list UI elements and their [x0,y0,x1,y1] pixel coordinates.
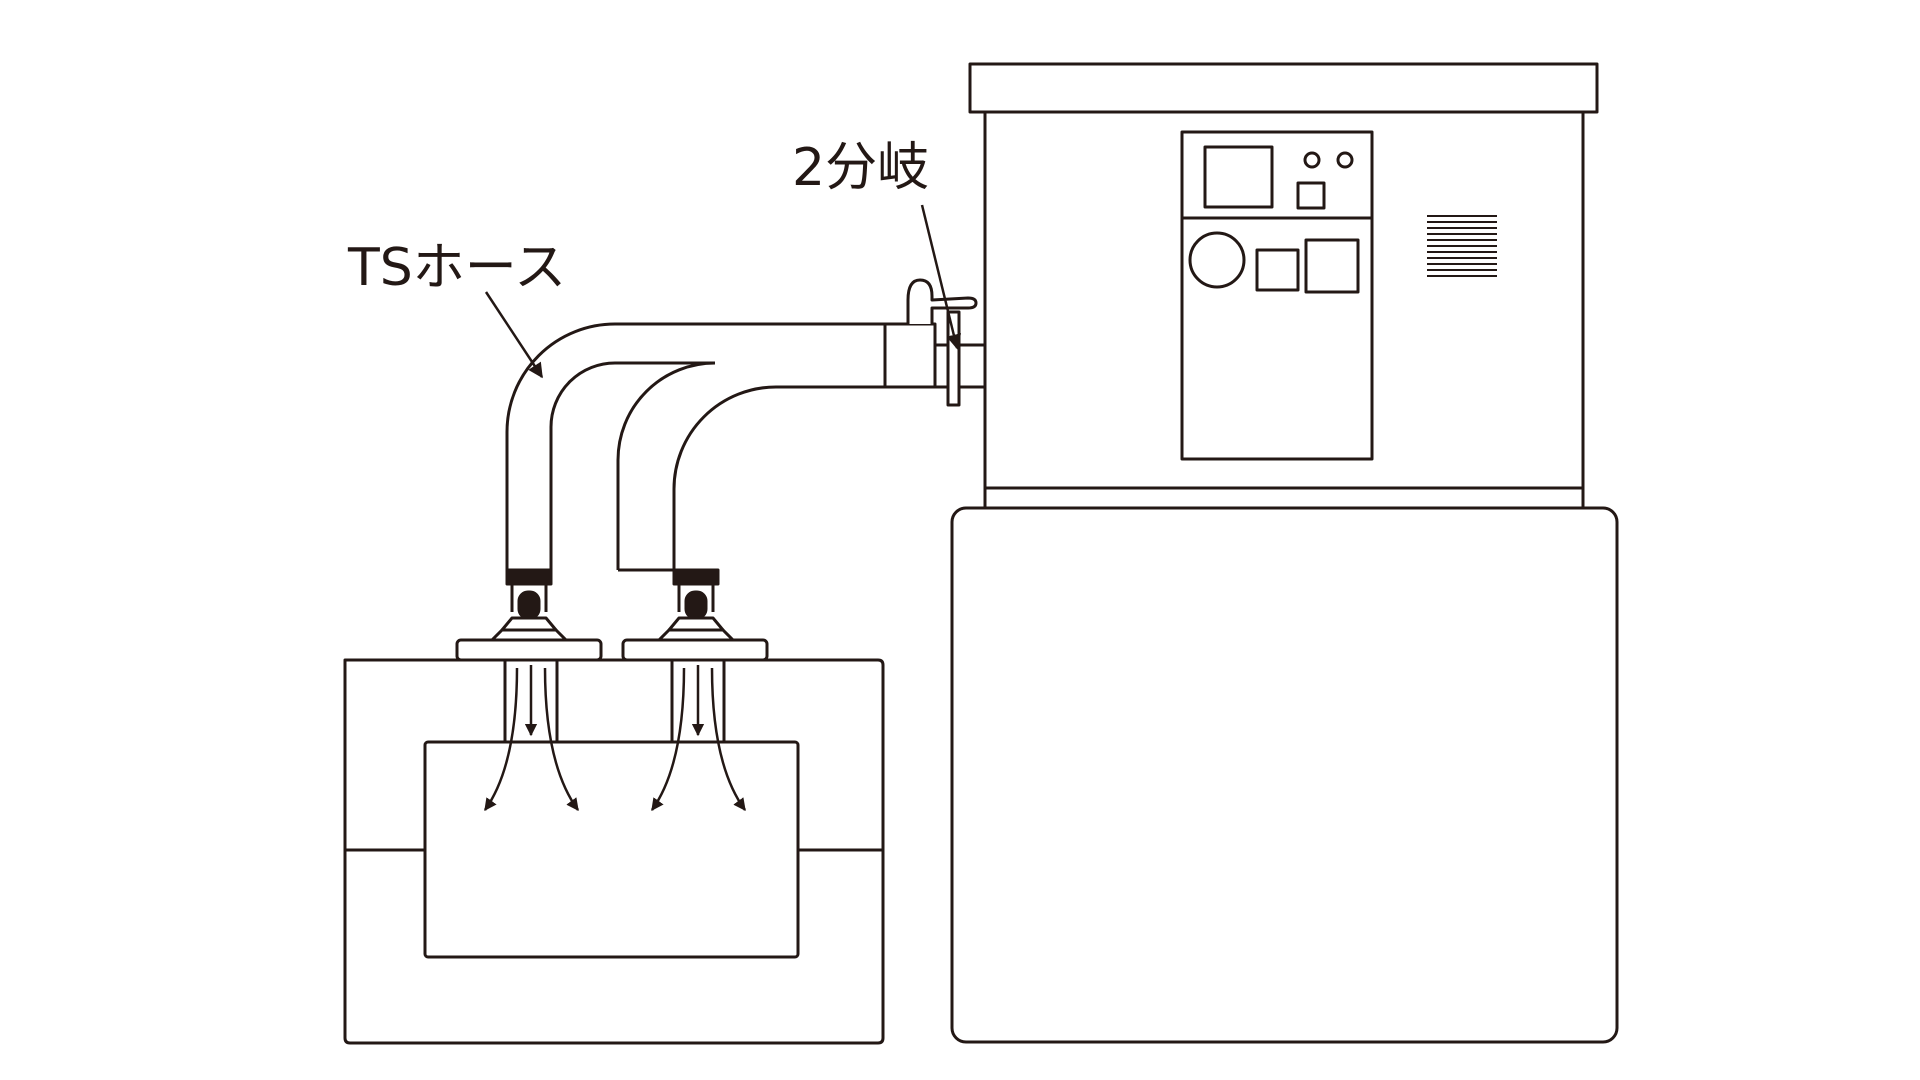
hose-clamp-left [505,568,553,586]
hose-clamp-right [672,568,720,586]
nozzle-left [455,568,603,742]
branch-leader [920,204,962,350]
control-panel [1180,130,1374,461]
valve-handle-icon [906,278,978,324]
flow-arrows [483,665,747,812]
branch-flange [946,310,961,407]
small-switch [1296,181,1326,210]
mount-plate-right [621,638,769,662]
ts-hose-leader [484,291,544,379]
nozzle-right [621,568,769,742]
main-unit-base [950,506,1619,1044]
panel-meter-2 [1304,238,1360,294]
main-unit [950,62,1619,1044]
ts-hose-right [616,361,885,572]
display-screen [1203,145,1274,209]
ts-hose-left [505,322,885,572]
inner-chamber [423,740,800,959]
indicator-lamp-2 [1336,151,1354,169]
vent-grille [1427,215,1497,277]
branch-label: 2分岐 [792,138,929,198]
ts-hose-label: TSホース [347,238,566,298]
main-unit-roof [968,62,1599,114]
round-dial [1188,231,1246,289]
indicator-lamp-1 [1303,151,1321,169]
branch-fitting [883,278,987,407]
panel-meter-1 [1255,248,1300,292]
mount-plate-left [455,638,603,662]
target-container [343,658,885,1045]
